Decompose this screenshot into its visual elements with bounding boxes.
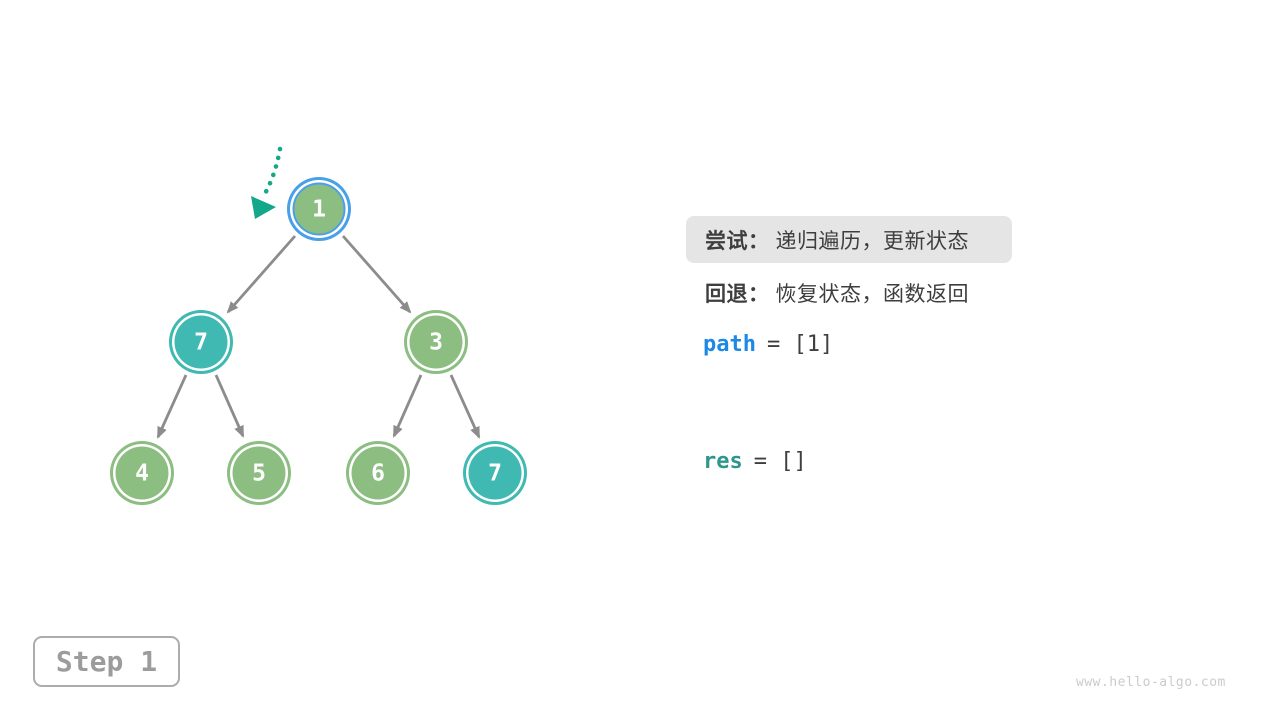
tree-node-root: 1	[292, 182, 346, 236]
tree-edge-right-right	[449, 374, 481, 439]
tree-node-right-left: 6	[351, 446, 405, 500]
path-variable-value: = [1]	[766, 331, 834, 357]
legend-try: 尝试：递归遍历，更新状态	[686, 216, 1012, 263]
tree-node-right: 3	[409, 315, 463, 369]
tree-node-left-left: 4	[115, 446, 169, 500]
tree-node-right-right: 7	[468, 446, 522, 500]
current-node-pointer-icon	[251, 146, 283, 219]
tree-edge-root-right	[341, 235, 412, 314]
tree-edge-right-left	[392, 374, 423, 438]
tree-node-label: 5	[252, 460, 266, 486]
tree-node-label: 1	[312, 196, 326, 222]
tree-node-label: 4	[135, 460, 149, 486]
tree-edge-root-left	[226, 235, 297, 314]
tree-node-label: 6	[371, 460, 385, 486]
tree-node-label: 7	[194, 329, 208, 355]
watermark: www.hello-algo.com	[1076, 675, 1226, 690]
tree-node-left: 7	[174, 315, 228, 369]
step-badge: Step 1	[33, 636, 180, 687]
tree-node-label: 3	[429, 329, 443, 355]
path-variable-name: path	[703, 331, 756, 357]
legend-backtrack: 回退：恢复状态，函数返回	[705, 271, 969, 315]
tree-edge-left-right	[214, 374, 245, 438]
res-variable: res = []	[703, 446, 807, 476]
res-variable-value: = []	[753, 448, 807, 474]
tree-edge-left-left	[156, 374, 188, 439]
tree-node-left-right: 5	[232, 446, 286, 500]
res-variable-name: res	[703, 448, 743, 474]
legend-try-label: 尝试：	[705, 229, 770, 253]
path-variable: path = [1]	[703, 329, 833, 359]
tree-node-label: 7	[488, 460, 502, 486]
legend-backtrack-text: 恢复状态，函数返回	[775, 283, 969, 306]
legend-backtrack-label: 回退：	[705, 283, 770, 306]
legend-try-text: 递归遍历，更新状态	[775, 229, 969, 253]
